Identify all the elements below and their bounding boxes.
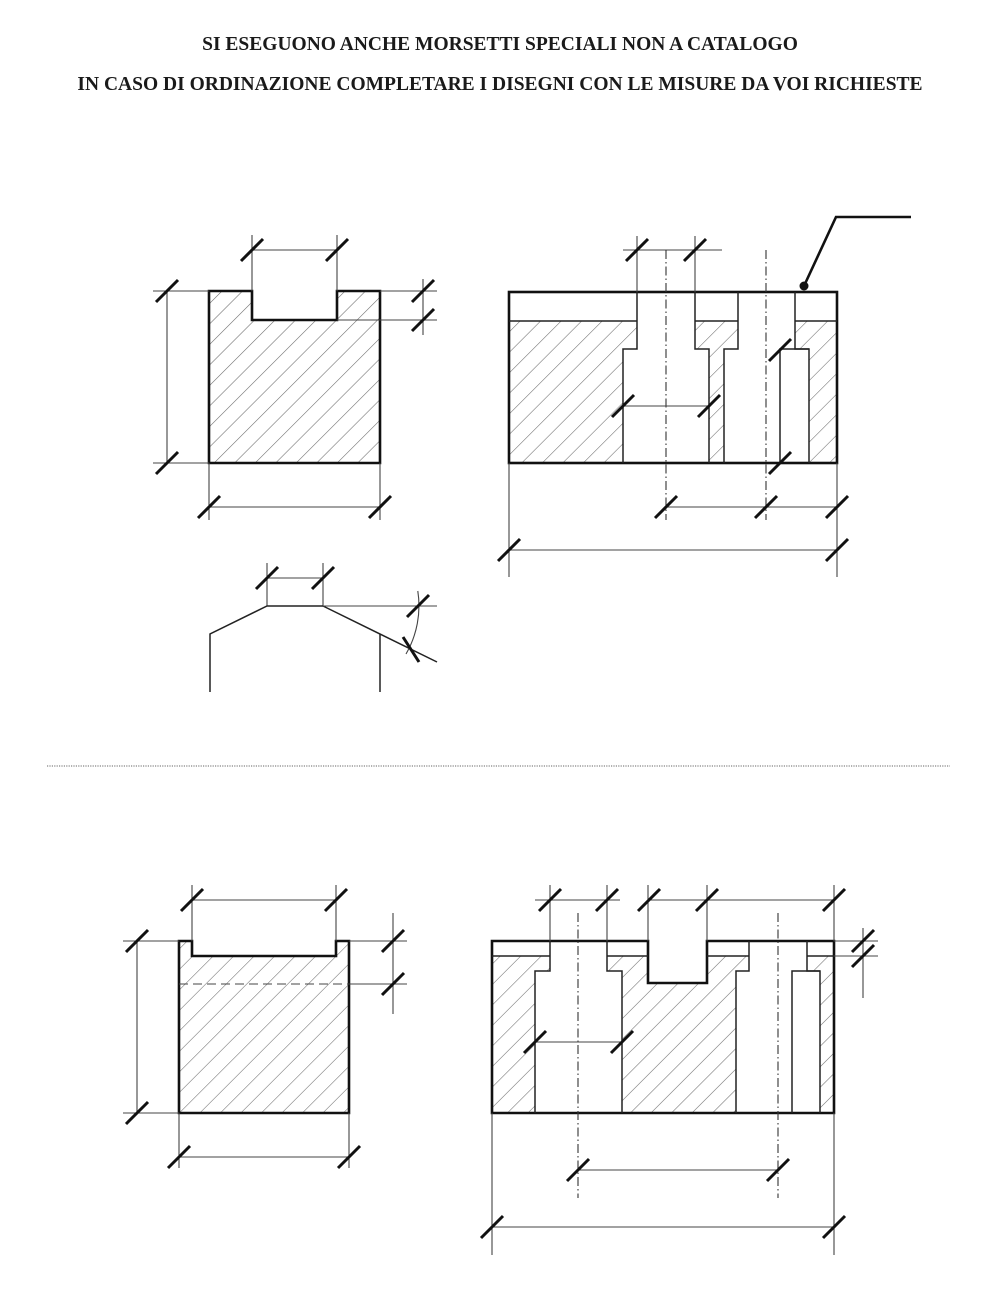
section-hatching: [509, 321, 637, 463]
section-hatching: [795, 321, 837, 463]
view-top-right-section: [496, 215, 911, 577]
view-chamfer-detail: [209, 563, 438, 692]
header-line-1: SI ESEGUONO ANCHE MORSETTI SPECIALI NON …: [202, 34, 798, 55]
section-hatching: [607, 956, 749, 1113]
section-hatching: [209, 291, 380, 463]
hole-1-left-wall: [622, 292, 638, 463]
part-outline: [507, 290, 839, 465]
view-bottom-left-section: [123, 885, 407, 1170]
leader-line: [802, 215, 911, 287]
section-hatching: [695, 321, 738, 463]
header-line-2: IN CASO DI ORDINAZIONE COMPLETARE I DISE…: [77, 74, 923, 95]
hole-2-insert: [779, 348, 809, 463]
view-top-left-section: [153, 235, 437, 520]
view-bottom-right-section: [479, 885, 878, 1255]
hole-2-left-wall: [723, 292, 739, 463]
profile-left: [209, 605, 323, 692]
hole-2-left-wall: [735, 941, 750, 1113]
hole-1-right-wall: [694, 292, 710, 463]
section-hatching: [179, 941, 349, 1113]
hole-2-insert: [791, 970, 820, 1113]
section-hatching: [492, 956, 550, 1113]
dimension-tick: [401, 636, 421, 663]
leader-dot: [799, 281, 809, 291]
hole-2-right-wall: [794, 292, 810, 463]
